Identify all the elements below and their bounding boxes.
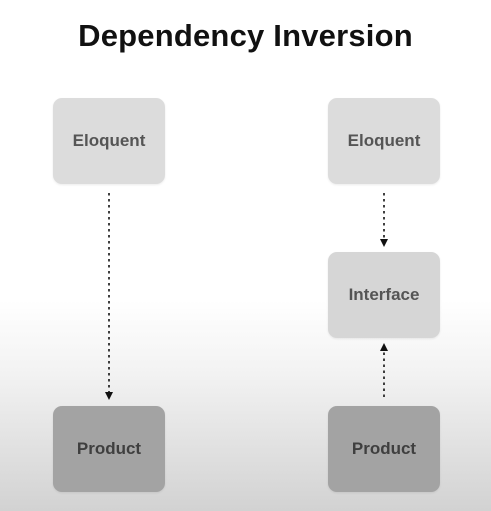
right-interface-box: Interface xyxy=(328,252,440,338)
right-product-label: Product xyxy=(351,439,417,458)
left-eloquent-box: Eloquent xyxy=(53,98,165,184)
right-eloquent-label: Eloquent xyxy=(347,131,421,150)
right-eloquent-box: Eloquent xyxy=(328,98,440,184)
left-eloquent-label: Eloquent xyxy=(72,131,146,150)
diagram-title: Dependency Inversion xyxy=(78,18,413,53)
left-product-box: Product xyxy=(53,406,165,492)
right-product-box: Product xyxy=(328,406,440,492)
left-product-label: Product xyxy=(76,439,142,458)
right-interface-label: Interface xyxy=(348,285,420,304)
